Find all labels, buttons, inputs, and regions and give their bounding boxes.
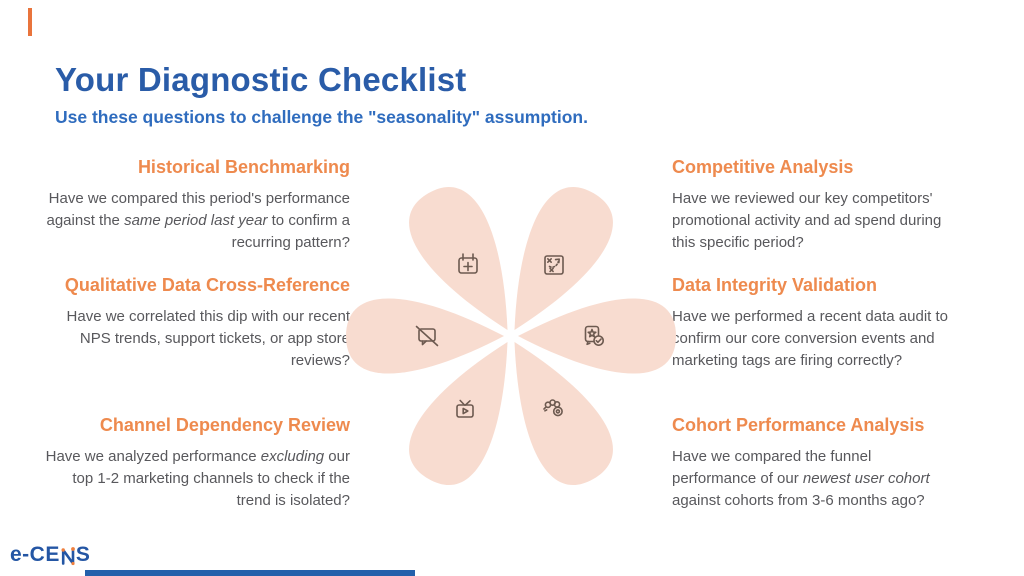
checklist-body: Have we compared the funnel performance … [672, 446, 956, 512]
checklist-body: Have we performed a recent data audit to… [672, 306, 956, 372]
page-title: Your Diagnostic Checklist [55, 61, 467, 98]
video-tv-icon [456, 399, 474, 418]
bottom-accent-bar [85, 570, 415, 576]
checklist-item-data-integrity-validation: Data Integrity Validation Have we perfor… [672, 275, 956, 372]
petals [346, 187, 676, 485]
petal-left [346, 298, 504, 374]
checklist-body: Have we reviewed our key competitors' pr… [672, 188, 956, 254]
checklist-body: Have we analyzed performance excluding o… [45, 446, 350, 512]
petal-bottom-right [514, 342, 613, 485]
body-text: our top 1-2 marketing channels to check … [72, 447, 350, 509]
body-text: Have we analyzed performance [45, 447, 261, 465]
body-text: Have we compared this period's performan… [46, 189, 351, 229]
checklist-heading: Qualitative Data Cross-Reference [64, 275, 350, 295]
checklist-item-cohort-performance-analysis: Cohort Performance Analysis Have we comp… [672, 415, 956, 512]
checklist-heading: Competitive Analysis [672, 157, 854, 177]
body-text-italic: excluding [260, 447, 325, 465]
checklist-body: Have we compared this period's performan… [45, 188, 351, 254]
header: Your Diagnostic Checklist Use these ques… [55, 60, 955, 128]
checklist-heading: Cohort Performance Analysis [672, 415, 925, 435]
checklist-item-competitive-analysis: Competitive Analysis Have we reviewed ou… [672, 157, 956, 254]
body-text: Have we reviewed our key competitors' pr… [672, 189, 942, 251]
checklist-item-historical-benchmarking: Historical Benchmarking Have we compared… [45, 157, 351, 254]
petal-bottom-left [409, 342, 508, 485]
body-text-italic: newest user cohort [802, 469, 930, 487]
checklist-heading: Historical Benchmarking [137, 157, 350, 177]
page-subtitle: Use these questions to challenge the "se… [55, 106, 588, 127]
top-left-accent-bar [28, 8, 32, 36]
badge-check-icon [584, 325, 604, 346]
logo-text-left: e-CE [10, 543, 60, 566]
checklist-body: Have we correlated this dip with our rec… [45, 306, 350, 372]
logo-text-right: S [75, 543, 91, 566]
no-comment-icon [415, 325, 439, 347]
body-text: against cohorts from 3-6 months ago? [672, 491, 925, 509]
strategy-icon [544, 255, 564, 275]
checklist-heading: Data Integrity Validation [672, 275, 878, 295]
body-text-italic: same period last year [124, 211, 268, 229]
body-text: Have we performed a recent data audit to… [672, 307, 948, 369]
body-text: Have we compared the funnel performance … [672, 447, 872, 487]
cohort-icon [543, 399, 563, 417]
calendar-plus-icon [458, 253, 478, 274]
checklist-heading: Channel Dependency Review [99, 415, 350, 435]
logo-n-chart-glyph [61, 547, 75, 566]
ecens-logo: e-CE S [10, 543, 90, 567]
body-text: Have we correlated this dip with our rec… [66, 307, 350, 369]
body-text: to confirm a recurring pattern? [231, 211, 350, 251]
petal-top-left [409, 187, 508, 330]
checklist-item-channel-dependency-review: Channel Dependency Review Have we analyz… [45, 415, 350, 512]
petal-flower-diagram [346, 187, 676, 485]
checklist-item-qualitative-data-cross-reference: Qualitative Data Cross-Reference Have we… [45, 275, 350, 372]
